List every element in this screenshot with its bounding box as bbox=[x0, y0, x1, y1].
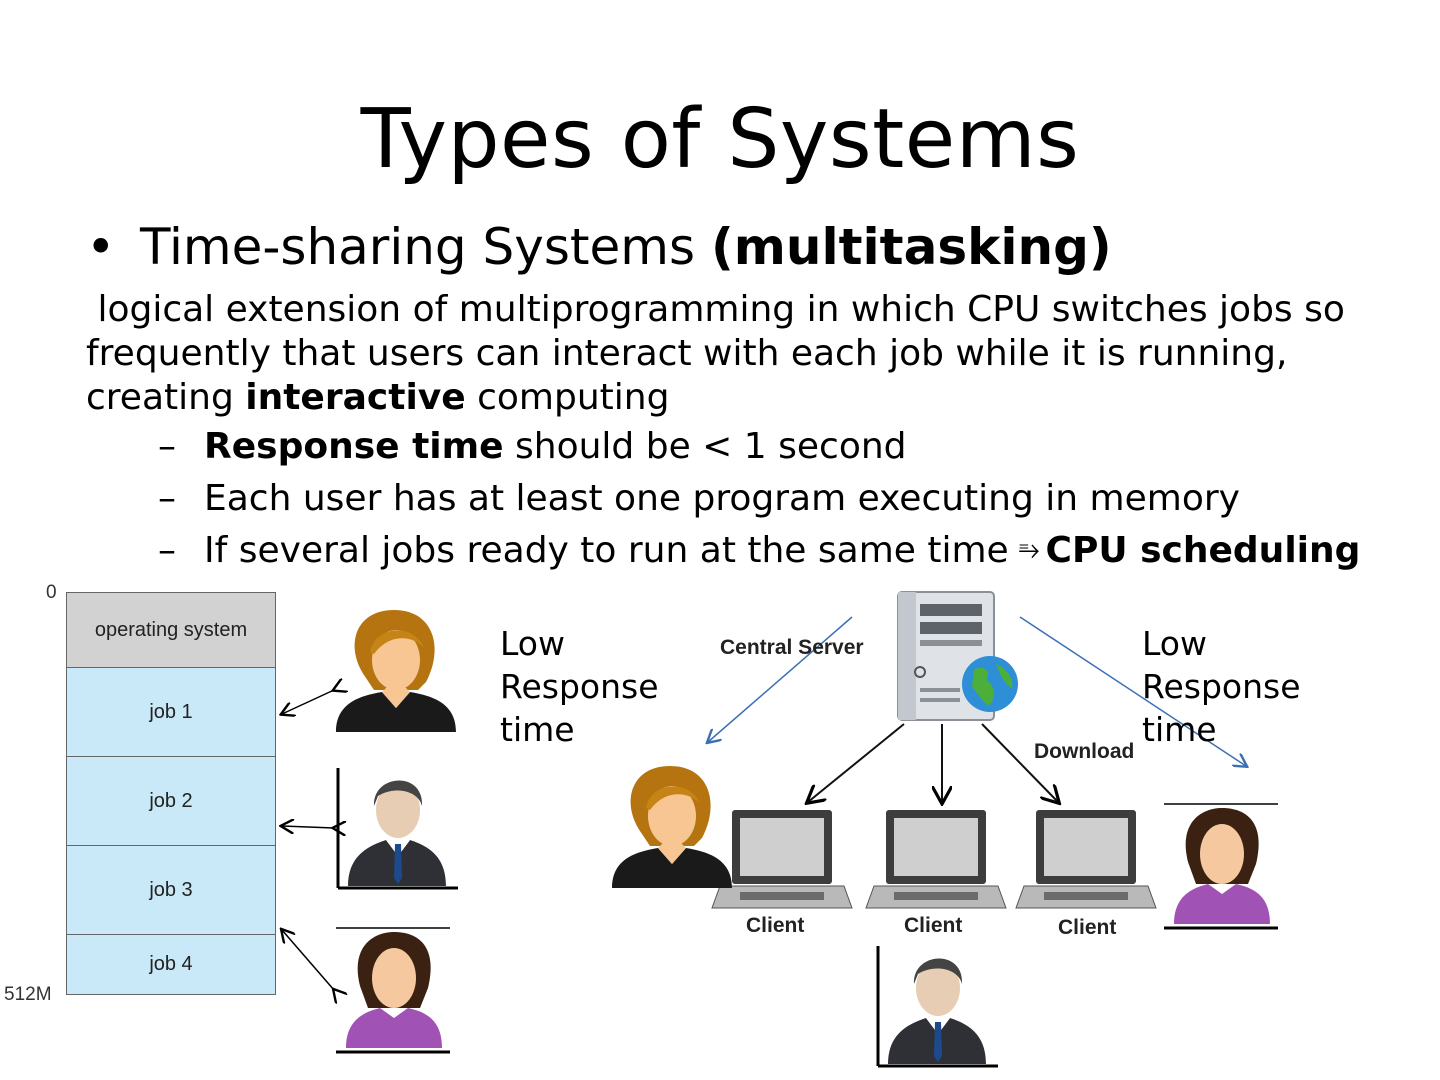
response-time-term: Response time bbox=[204, 426, 504, 467]
subbullet-3-text: If several jobs ready to run at the same… bbox=[204, 530, 1009, 571]
cpu-scheduling-term: CPU scheduling bbox=[1045, 530, 1361, 571]
memory-top-address: 0 bbox=[46, 582, 57, 603]
paragraph-line-2: frequently that users can interact with … bbox=[86, 333, 1288, 374]
network-user-woman-blonde-icon bbox=[612, 766, 732, 888]
memory-layout: operating system job 1 job 2 job 3 job 4 bbox=[66, 592, 276, 995]
low-response-time-left: Low Response time bbox=[500, 622, 659, 751]
network-user-woman-purple-icon bbox=[1164, 803, 1278, 930]
description-paragraph: logical extension of multiprogramming in… bbox=[86, 288, 1386, 420]
client-laptop-icon-1 bbox=[711, 810, 853, 909]
low-response-right-line-3: time bbox=[1142, 710, 1217, 749]
arrow-job2-user bbox=[282, 826, 334, 828]
memory-block-os: operating system bbox=[67, 593, 275, 668]
client-label-1: Client bbox=[746, 914, 805, 937]
bullet-text: Time-sharing Systems bbox=[140, 218, 711, 276]
download-label: Download bbox=[1034, 740, 1135, 763]
memory-block-job-1: job 1 bbox=[67, 668, 275, 757]
low-response-right-line-2: Response bbox=[1142, 667, 1301, 706]
subbullet-response-time: –Response time should be < 1 second bbox=[158, 426, 907, 467]
low-response-right-line-1: Low bbox=[1142, 624, 1207, 663]
main-bullet: • Time-sharing Systems (multitasking) bbox=[86, 218, 1112, 276]
response-arrow-right bbox=[1019, 616, 1246, 766]
user-businessman-icon bbox=[336, 768, 458, 890]
subbullet-scheduling: –If several jobs ready to run at the sam… bbox=[158, 530, 1360, 571]
interactive-term: interactive bbox=[245, 377, 466, 418]
low-response-left-line-1: Low bbox=[500, 624, 565, 663]
network-user-businessman-icon bbox=[876, 946, 998, 1068]
client-laptop-icon-2 bbox=[865, 810, 1007, 909]
arrow-job4-user bbox=[282, 930, 334, 990]
implies-symbol: ⥱ bbox=[1018, 535, 1040, 565]
paragraph-line-3: creating interactive computing bbox=[86, 376, 1386, 420]
client-label-3: Client bbox=[1058, 916, 1117, 939]
arrow-server-client-3 bbox=[981, 723, 1058, 802]
memory-block-job-4: job 4 bbox=[67, 935, 275, 994]
response-arrow-left bbox=[708, 616, 853, 742]
subbullet-dash: – bbox=[158, 530, 176, 571]
subbullet-dash: – bbox=[158, 426, 176, 467]
arrow-job1-user bbox=[282, 690, 334, 714]
paragraph-line-1: logical extension of multiprogramming in… bbox=[86, 289, 1345, 330]
bullet-bold-text: (multitasking) bbox=[710, 218, 1112, 276]
subbullet-1-text: should be < 1 second bbox=[503, 426, 907, 467]
slide-title: Types of Systems bbox=[360, 92, 1080, 187]
low-response-left-line-2: Response bbox=[500, 667, 659, 706]
low-response-time-right: Low Response time bbox=[1142, 622, 1301, 751]
central-server-label: Central Server bbox=[720, 636, 864, 659]
low-response-left-line-3: time bbox=[500, 710, 575, 749]
subbullet-dash: – bbox=[158, 478, 176, 519]
paragraph-line-3-pre: creating bbox=[86, 377, 246, 418]
user-woman-blonde-icon bbox=[336, 610, 456, 732]
subbullet-2-text: Each user has at least one program execu… bbox=[204, 478, 1240, 519]
subbullet-memory: –Each user has at least one program exec… bbox=[158, 478, 1240, 519]
arrow-server-client-1 bbox=[808, 723, 905, 802]
user-woman-purple-icon bbox=[336, 927, 450, 1054]
paragraph-line-3-post: computing bbox=[465, 377, 670, 418]
server-tower-icon bbox=[897, 591, 1018, 721]
bullet-marker: • bbox=[86, 218, 116, 276]
client-label-2: Client bbox=[904, 914, 963, 937]
memory-block-job-3: job 3 bbox=[67, 846, 275, 935]
memory-bottom-address: 512M bbox=[4, 984, 52, 1005]
memory-block-job-2: job 2 bbox=[67, 757, 275, 846]
client-laptop-icon-3 bbox=[1015, 810, 1157, 909]
